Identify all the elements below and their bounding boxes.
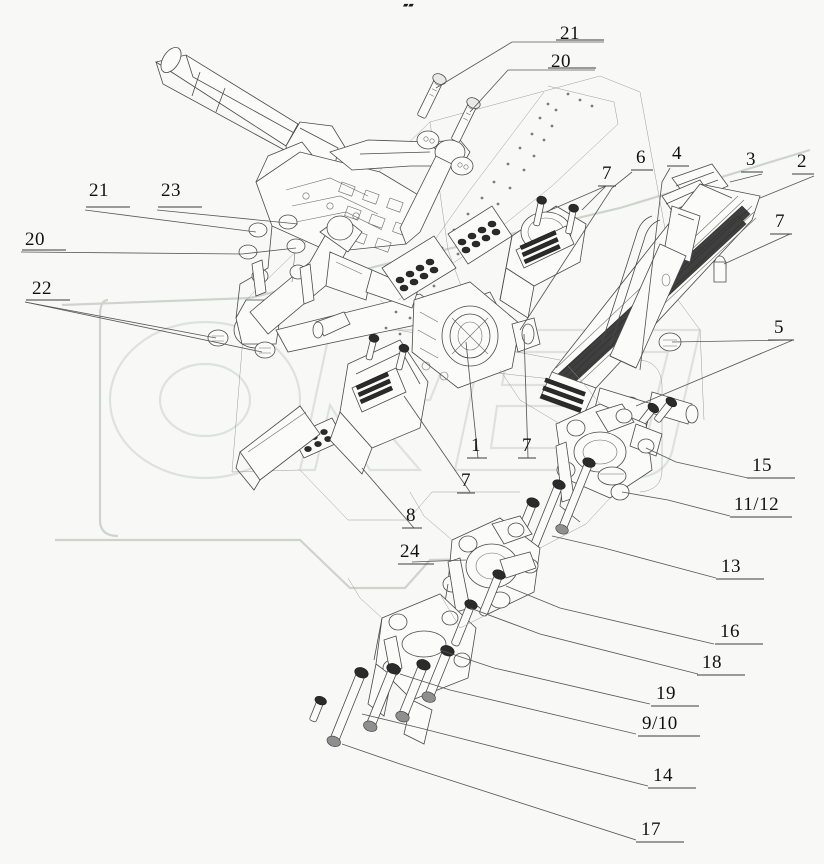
callout-underlines [22, 39, 814, 843]
mounting-bracket-left [235, 333, 429, 491]
callout-3: 3 [746, 149, 756, 170]
bolts-left-group [207, 214, 315, 359]
callout-8: 8 [406, 505, 416, 526]
callout-9-10: 9/10 [642, 713, 678, 734]
callout-18: 18 [702, 652, 722, 673]
callout-20-top: 20 [551, 51, 571, 72]
leader-lines [20, 41, 815, 841]
top-mark: ▰▰ [403, 1, 414, 9]
callout-14: 14 [653, 765, 673, 786]
callout-2: 2 [797, 151, 807, 172]
callout-11-12: 11/12 [734, 494, 780, 515]
leaf-spring-pack [539, 163, 761, 429]
callout-6: 6 [636, 147, 646, 168]
callout-5: 5 [774, 317, 784, 338]
callout-19: 19 [656, 683, 676, 704]
callout-22: 22 [32, 278, 52, 299]
front-axle-assembly [154, 46, 471, 353]
callout-20-left: 20 [25, 229, 45, 250]
callout-21-left: 21 [89, 180, 109, 201]
differential-housing [411, 281, 541, 389]
callout-23: 23 [161, 180, 181, 201]
callout-7-d: 7 [461, 470, 471, 491]
bolts-bottom-group [309, 569, 506, 748]
callout-17: 17 [641, 819, 661, 840]
callout-13: 13 [721, 556, 741, 577]
callout-7-c: 7 [522, 435, 532, 456]
callout-15: 15 [752, 455, 772, 476]
callout-21-top: 21 [560, 23, 580, 44]
callout-7-b: 7 [775, 211, 785, 232]
callout-16: 16 [720, 621, 740, 642]
assembly-alignment-lines [347, 365, 611, 629]
callout-7-a: 7 [602, 163, 612, 184]
callout-24: 24 [400, 541, 420, 562]
callout-1: 1 [471, 435, 481, 456]
steering-knuckle-mid [442, 515, 541, 625]
spring-seat-assembly [499, 195, 587, 319]
callout-4: 4 [672, 143, 682, 164]
